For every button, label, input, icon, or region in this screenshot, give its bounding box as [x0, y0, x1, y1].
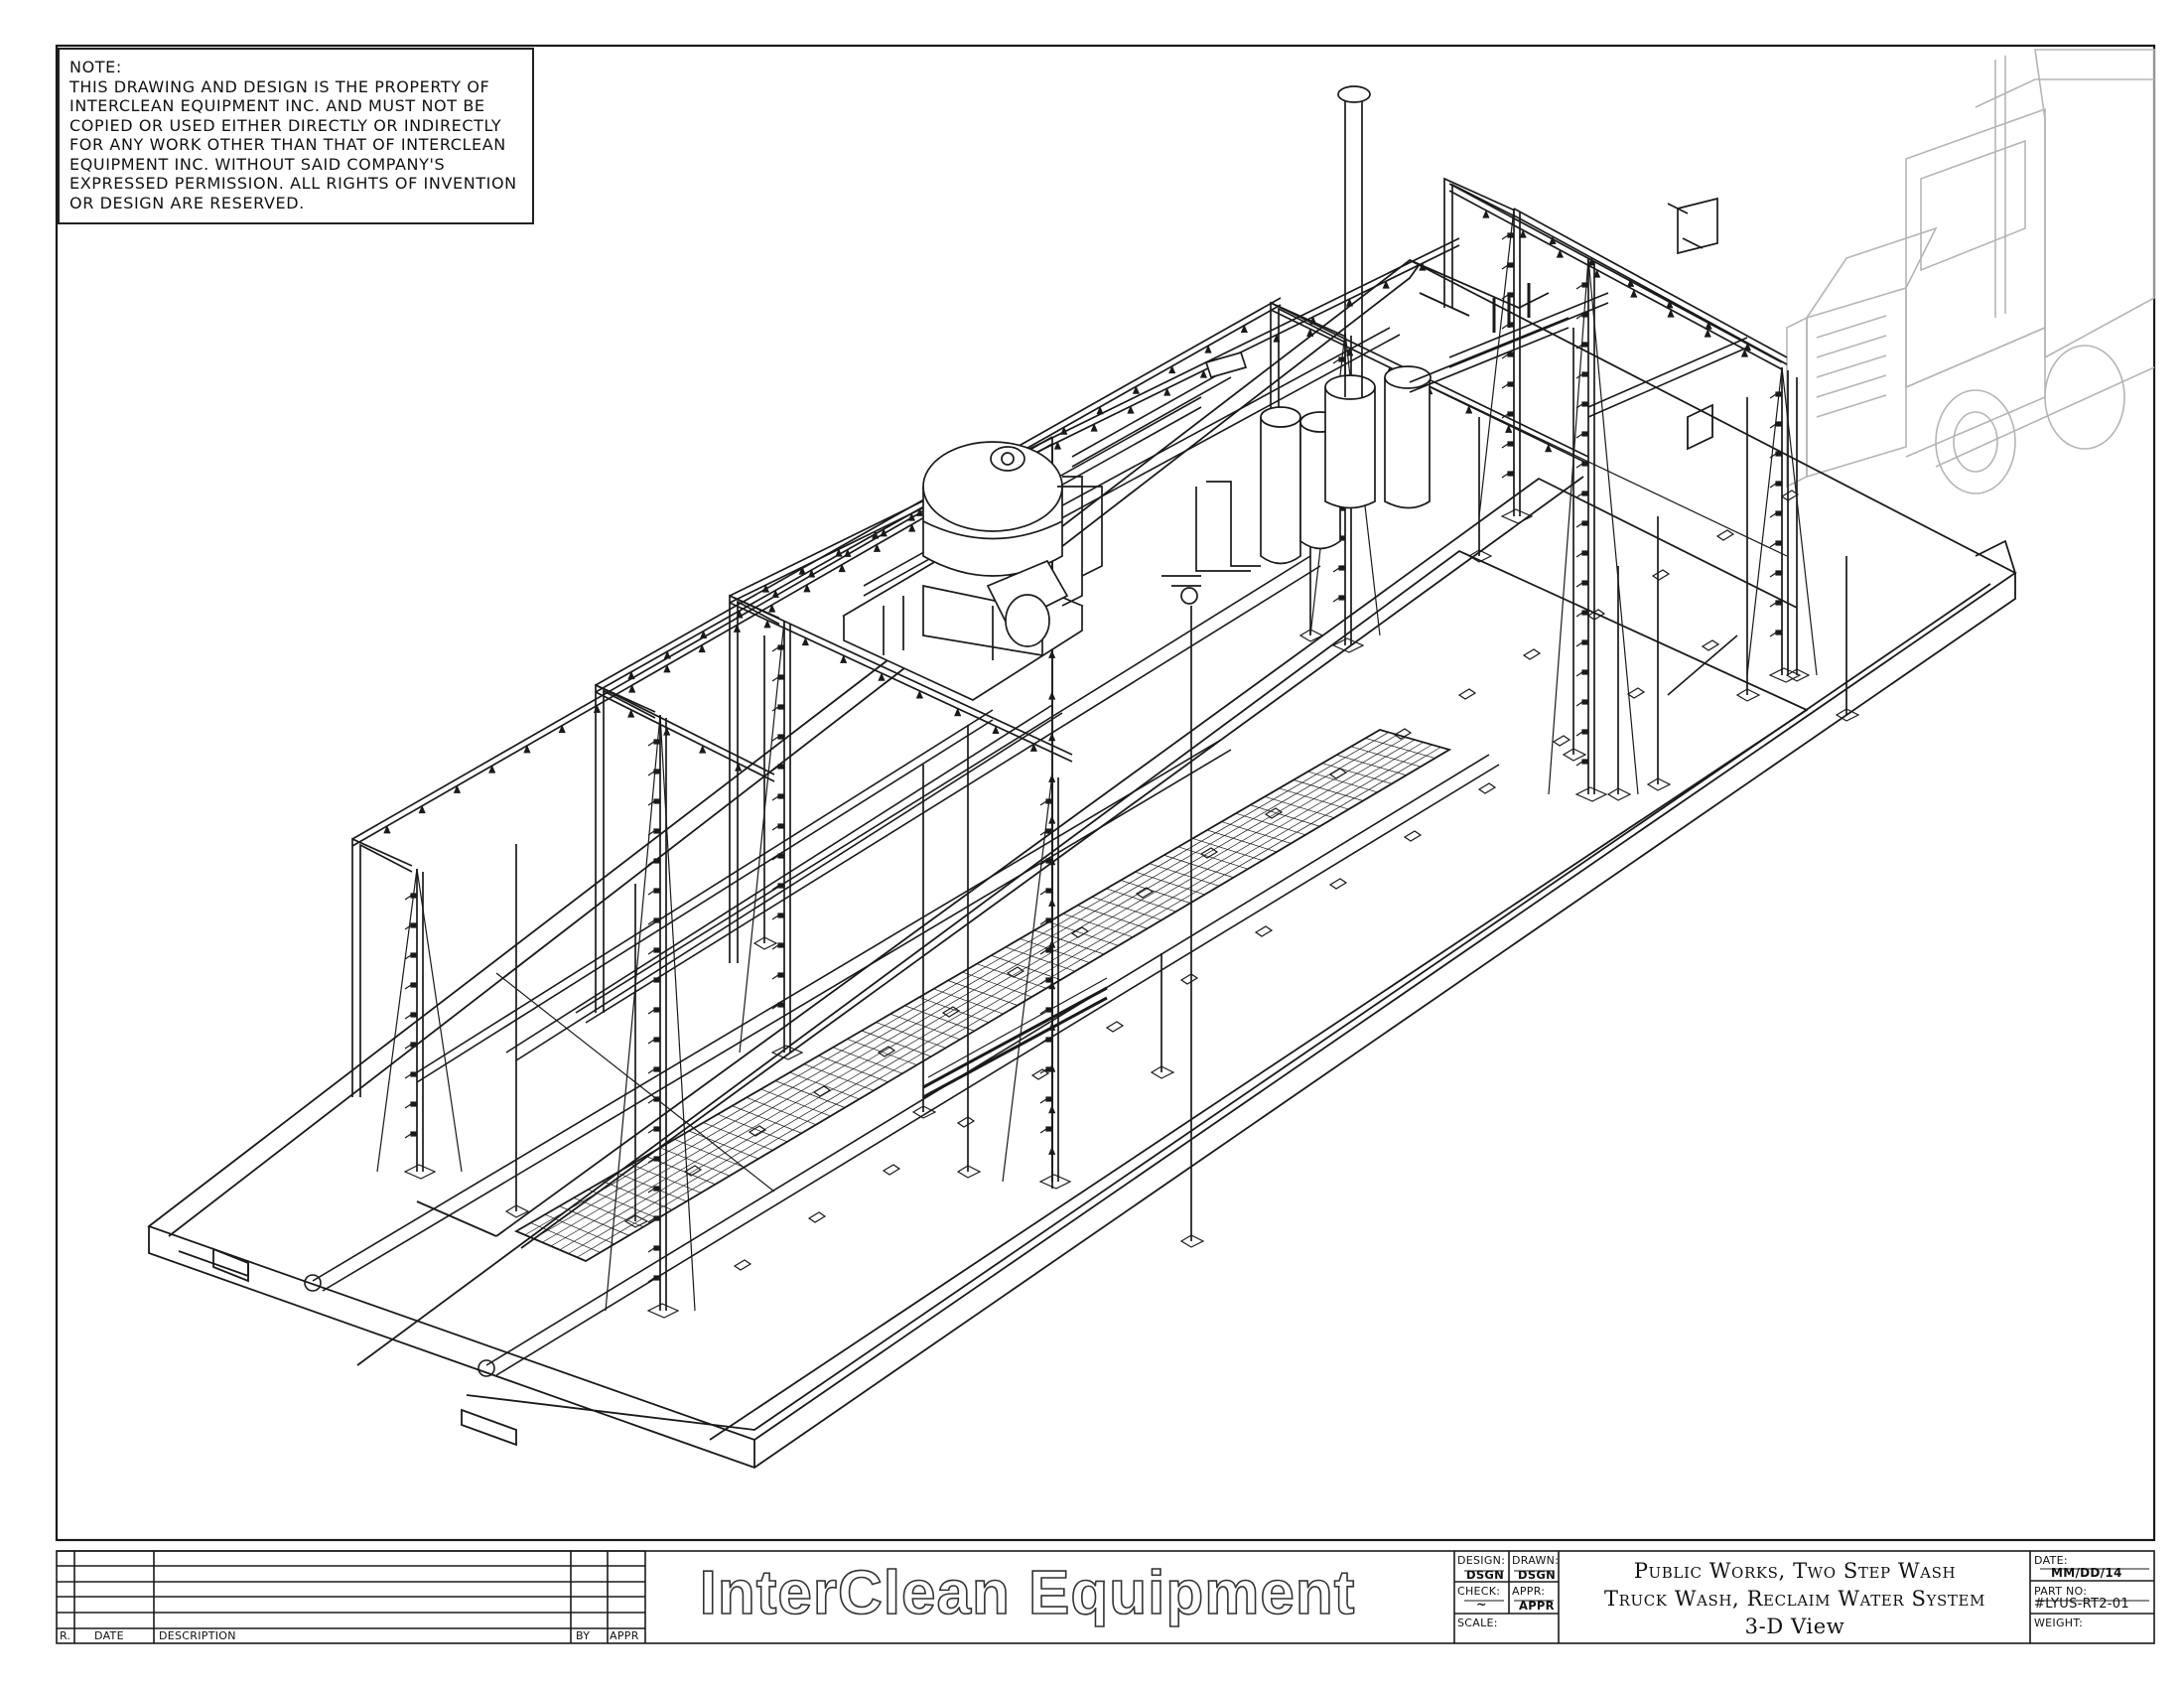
wash-arches [351, 177, 1847, 1311]
spray-nozzles [383, 210, 1782, 1283]
supply-pipes [304, 327, 1748, 1377]
date-label: DATE: [2034, 1554, 2068, 1567]
date-value: MM/DD/14 [2051, 1566, 2122, 1580]
note-heading: NOTE: [69, 58, 122, 76]
check-value: ~ [1476, 1597, 1487, 1612]
scale-label: SCALE: [1457, 1617, 1498, 1629]
note-line: OR DESIGN ARE RESERVED. [69, 193, 305, 212]
part-value: #LYUS-RT2-01 [2034, 1597, 2129, 1612]
rev-header: R. [60, 1629, 71, 1642]
title-block [56, 1550, 2155, 1644]
check-label: CHECK: [1457, 1585, 1501, 1598]
drawing-border [55, 44, 2156, 1542]
note-line: COPIED OR USED EITHER DIRECTLY OR INDIRE… [69, 115, 502, 135]
wash-bay-slab [147, 258, 2017, 1470]
rev-appr-header: APPR [610, 1629, 639, 1642]
appr-label: APPR: [1512, 1585, 1546, 1598]
support-feet [403, 490, 1860, 1319]
center-spray-bar [922, 977, 1108, 1099]
company-logo: InterClean Equipment [699, 1558, 1356, 1628]
rev-by-header: BY [576, 1629, 591, 1642]
note-line: EXPRESSED PERMISSION. ALL RIGHTS OF INVE… [69, 174, 517, 193]
note-line: EQUIPMENT INC. WITHOUT SAID COMPANY'S [69, 154, 446, 174]
property-note: NOTE: THIS DRAWING AND DESIGN IS THE PRO… [58, 48, 534, 224]
design-value: DSGN [1466, 1568, 1505, 1582]
title-line-1: Public Works, Two Step Wash [1633, 1559, 1957, 1583]
company-name: InterClean Equipment [700, 1559, 1356, 1627]
appr-value: APPR [1519, 1599, 1555, 1613]
title-line-3: 3-D View [1744, 1615, 1845, 1638]
design-label: DESIGN: [1457, 1554, 1506, 1567]
title-line-2: Truck Wash, Reclaim Water System [1603, 1587, 1985, 1611]
rev-date-header: DATE [94, 1629, 124, 1642]
note-line: FOR ANY WORK OTHER THAN THAT OF INTERCLE… [69, 135, 506, 154]
reclaim-equipment [842, 85, 1718, 701]
note-line: INTERCLEAN EQUIPMENT INC. AND MUST NOT B… [69, 96, 485, 115]
drawn-label: DRAWN: [1512, 1554, 1560, 1567]
trench-grate [513, 729, 1452, 1263]
truck-outline [1786, 49, 2155, 494]
drawn-value: DSGN [1518, 1568, 1557, 1582]
note-line: THIS DRAWING AND DESIGN IS THE PROPERTY … [69, 76, 490, 96]
diagonal-braces [376, 208, 1818, 1312]
rev-description-header: DESCRIPTION [159, 1629, 236, 1642]
part-label: PART NO: [2034, 1585, 2088, 1598]
weight-label: WEIGHT: [2034, 1617, 2084, 1629]
